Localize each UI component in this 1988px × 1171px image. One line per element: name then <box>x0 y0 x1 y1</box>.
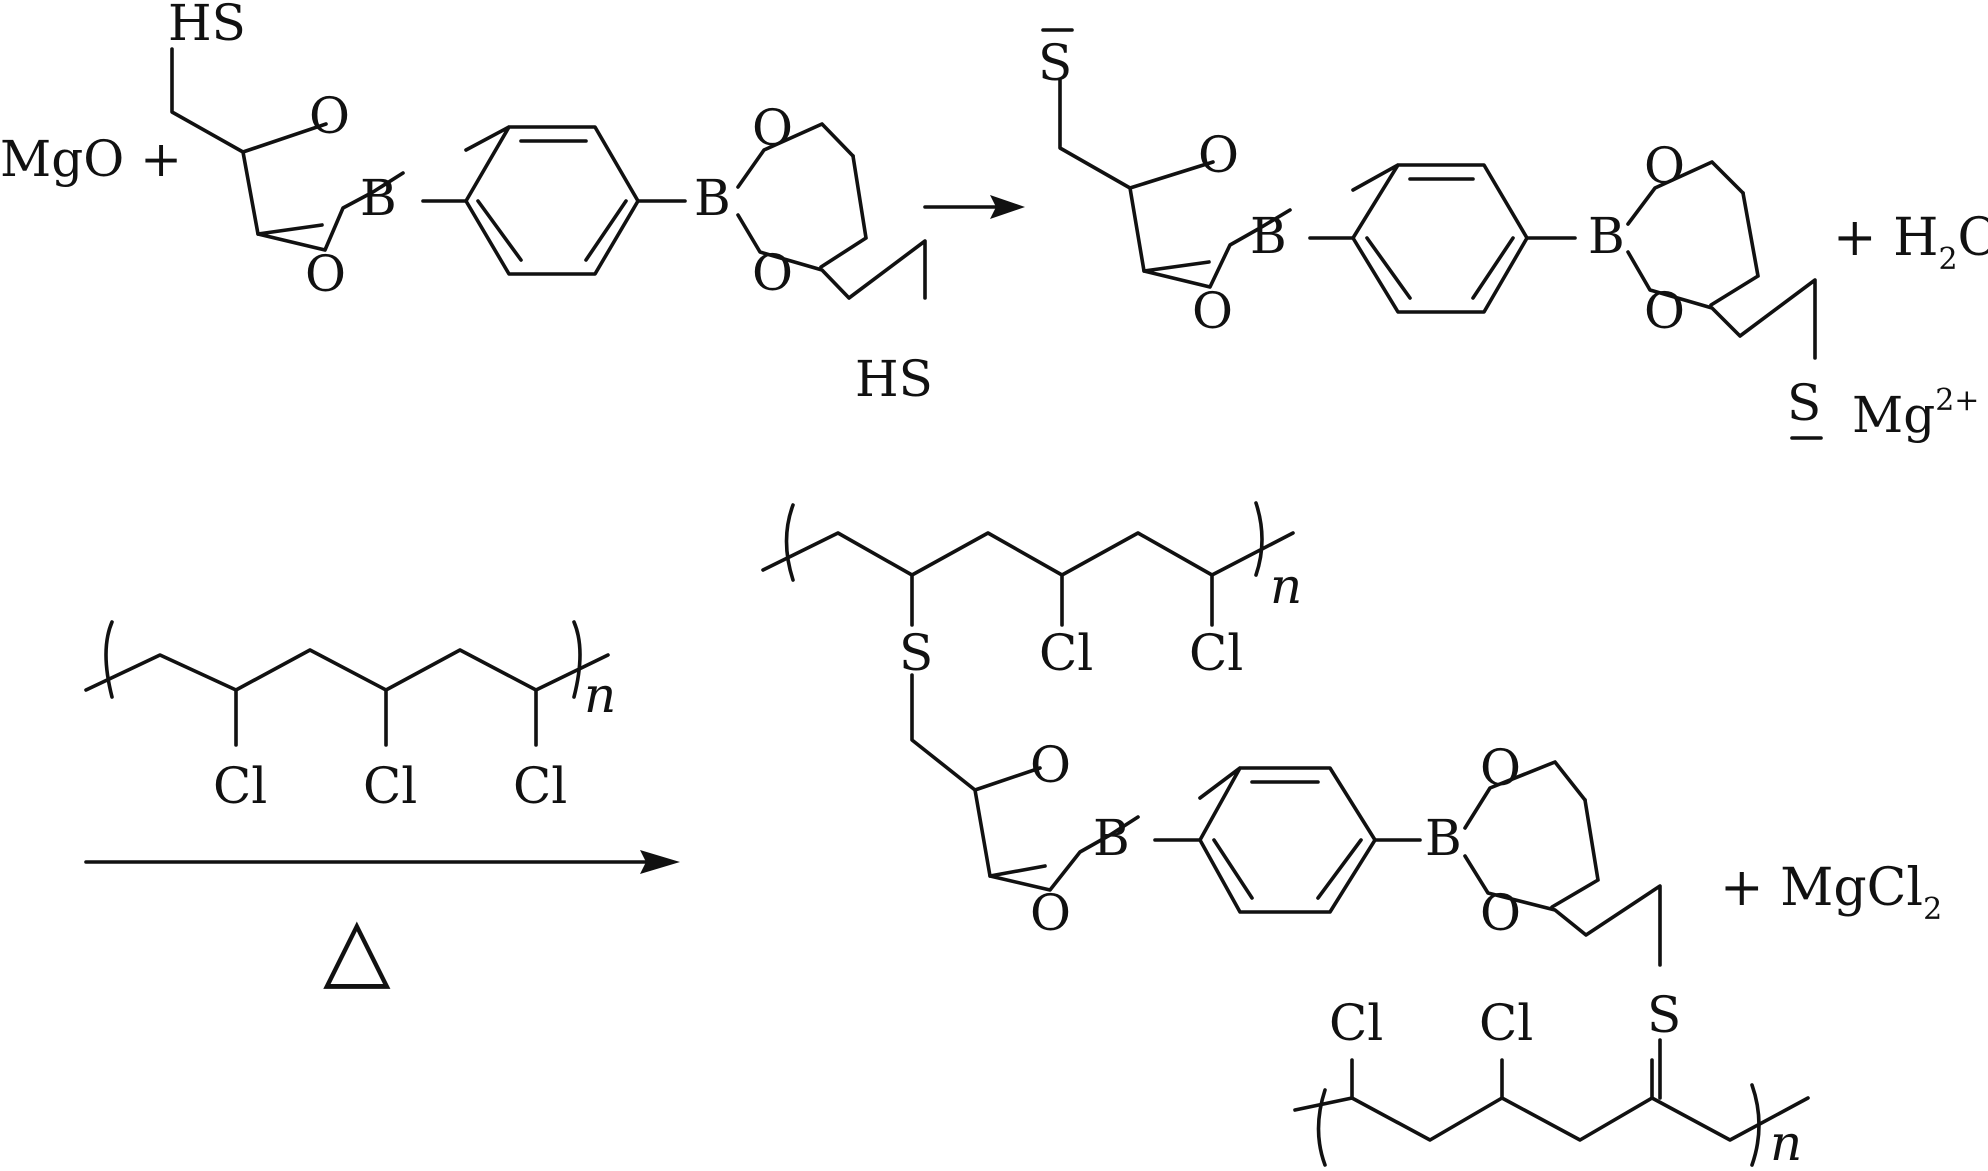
thiol-label-bottom: HS <box>855 350 933 408</box>
counter-ion-symbol: Mg <box>1852 386 1935 444</box>
counter-ion-label: Mg2+ <box>1852 383 1979 444</box>
oxygen-label: O <box>1198 126 1239 184</box>
chlorine-label: Cl <box>363 757 417 815</box>
boron-label: B <box>1425 809 1462 867</box>
oxygen-label: O <box>1644 282 1685 340</box>
chlorine-label: Cl <box>1189 624 1243 682</box>
pvc-reactant <box>84 620 610 747</box>
mgcl2-byproduct: + MgCl2 <box>1720 858 1942 927</box>
oxygen-label: O <box>1480 739 1521 797</box>
heat-condition-icon: △ <box>323 896 391 999</box>
product-thiolate <box>1058 78 1817 360</box>
chlorine-label: Cl <box>1479 994 1533 1052</box>
oxygen-label: O <box>752 99 793 157</box>
oxygen-label: O <box>309 87 350 145</box>
oxygen-label: O <box>752 244 793 302</box>
water-subscript: 2 <box>1938 242 1957 277</box>
mgcl2-subscript: 2 <box>1923 892 1942 927</box>
arrowhead-icon <box>990 195 1025 219</box>
oxygen-label: O <box>1644 137 1685 195</box>
chlorine-label: Cl <box>213 757 267 815</box>
oxygen-label: O <box>1192 282 1233 340</box>
mgcl2-plus-label: + MgCl <box>1720 858 1923 918</box>
repeat-index: n <box>1770 1114 1802 1171</box>
thiolate-label-top: S <box>1038 34 1072 92</box>
arrowhead-icon <box>640 850 680 874</box>
reactant-bis-dioxaborolane-thiol <box>170 47 927 300</box>
thiol-label-top: HS <box>168 0 246 52</box>
counter-ion-charge: 2+ <box>1935 383 1979 418</box>
crosslinked-product <box>761 501 1810 1167</box>
oxygen-label: O <box>1480 884 1521 942</box>
water-byproduct: + H2O <box>1833 208 1988 277</box>
boron-label: B <box>1250 207 1287 265</box>
chlorine-label: Cl <box>513 757 567 815</box>
boron-label: B <box>694 169 731 227</box>
oxygen-label: O <box>1030 736 1071 794</box>
chlorine-label: Cl <box>1329 994 1383 1052</box>
boron-label: B <box>360 169 397 227</box>
boron-label: B <box>1093 809 1130 867</box>
repeat-index: n <box>1270 557 1302 615</box>
oxygen-label: O <box>305 245 346 303</box>
water-o: O <box>1958 208 1988 268</box>
thioether-label: S <box>1647 986 1681 1044</box>
thioether-label: S <box>899 624 933 682</box>
boron-label: B <box>1588 207 1625 265</box>
repeat-index: n <box>584 666 616 724</box>
mgo-plus-label: MgO + <box>0 130 182 188</box>
oxygen-label: O <box>1030 884 1071 942</box>
thiolate-label-bottom: S <box>1787 374 1821 432</box>
water-plus-h: + H <box>1833 208 1938 268</box>
chlorine-label: Cl <box>1039 624 1093 682</box>
